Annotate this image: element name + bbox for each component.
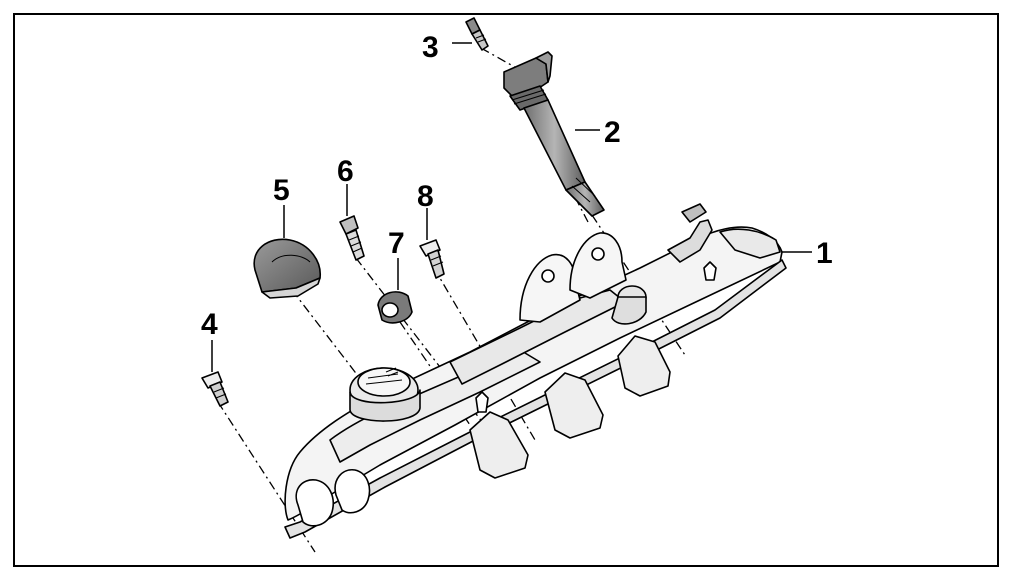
cap-cover-5 [253, 238, 321, 299]
assembly-line-4-1 [217, 401, 316, 553]
callout-3: 3 [422, 31, 439, 64]
assembly-line-3-2 [480, 47, 521, 71]
callout-7: 7 [388, 227, 405, 260]
callout-4: 4 [201, 308, 218, 341]
bolt-8 [419, 239, 445, 279]
bolt-3 [465, 17, 489, 51]
ignition-coil [503, 51, 605, 217]
callout-labels: 3 2 1 4 5 6 7 8 [201, 31, 833, 341]
bolt-6 [339, 215, 365, 261]
callout-5: 5 [273, 174, 290, 207]
callout-2: 2 [604, 116, 621, 149]
bolt-4 [201, 371, 229, 407]
cylinder-head-cover [284, 203, 787, 539]
callout-1: 1 [816, 237, 833, 270]
grommet-7 [377, 291, 413, 324]
callout-8: 8 [417, 180, 434, 213]
leader-lines [211, 42, 812, 372]
assembly-line-5-1 [291, 289, 366, 386]
callout-6: 6 [337, 155, 354, 188]
